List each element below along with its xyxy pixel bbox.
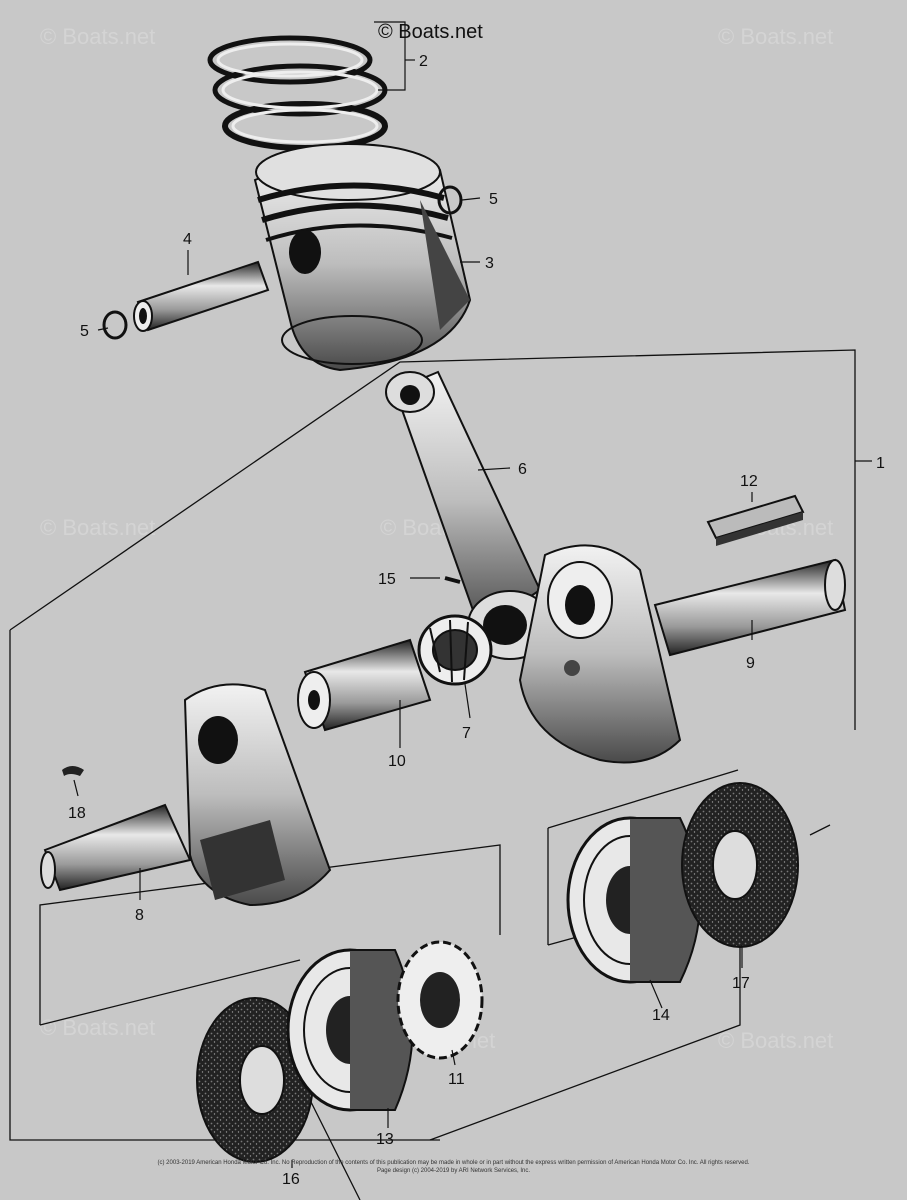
callout-18: 18 <box>68 805 86 822</box>
brand-text: © Boats.net <box>378 21 483 43</box>
callout-16: 16 <box>282 1171 300 1188</box>
callout-2: 2 <box>419 53 428 70</box>
oil-seal-left <box>196 997 314 1163</box>
piston-pin <box>133 260 270 332</box>
woodruff-key <box>706 494 805 546</box>
left-crank-web <box>40 683 332 907</box>
crank-pin <box>297 638 432 732</box>
watermark-text: © Boats.net <box>40 1015 155 1040</box>
right-crank-web <box>518 544 847 764</box>
callout-17: 17 <box>732 975 750 992</box>
callout-3: 3 <box>485 255 494 272</box>
callout-10: 10 <box>388 753 406 770</box>
callout-12: 12 <box>740 473 758 490</box>
callout-bracket-2 <box>374 21 415 91</box>
callout-4: 4 <box>183 231 192 248</box>
copyright-line: (c) 2003-2019 American Honda Motor Co. I… <box>157 1160 750 1166</box>
watermark-text: © Boats.net <box>718 1028 833 1053</box>
callout-14: 14 <box>652 1007 670 1024</box>
circlip-right <box>437 185 463 215</box>
dowel-pin <box>444 576 461 584</box>
watermark-text: © Boats.net <box>718 24 833 49</box>
bearing-left <box>286 948 414 1112</box>
piston <box>253 143 472 372</box>
callout-11: 11 <box>448 1071 465 1088</box>
callout-15: 15 <box>378 571 396 588</box>
watermark-text: © Boats.net <box>40 24 155 49</box>
oil-seal-right <box>681 782 799 948</box>
needle-bearing <box>417 614 493 686</box>
callout-8: 8 <box>135 907 144 924</box>
watermark-text: © Boats.net <box>40 515 155 540</box>
circlip-left <box>102 310 128 340</box>
key-18 <box>62 766 84 776</box>
callout-5-left: 5 <box>80 323 89 340</box>
callout-7: 7 <box>462 725 471 742</box>
callout-9: 9 <box>746 655 755 672</box>
leader-lines <box>73 197 753 1168</box>
callout-1: 1 <box>876 455 885 472</box>
page-design-line: Page design (c) 2004-2019 by ARI Network… <box>376 1168 531 1174</box>
callout-6: 6 <box>518 461 527 478</box>
callout-labels: 1 2 3 4 5 5 6 7 8 9 10 11 12 13 14 15 16… <box>68 53 885 1188</box>
bearing-right <box>566 816 701 984</box>
callout-13: 13 <box>376 1131 394 1148</box>
callout-5-right: 5 <box>489 191 498 208</box>
drive-gear <box>396 940 484 1060</box>
piston-rings <box>207 35 388 151</box>
